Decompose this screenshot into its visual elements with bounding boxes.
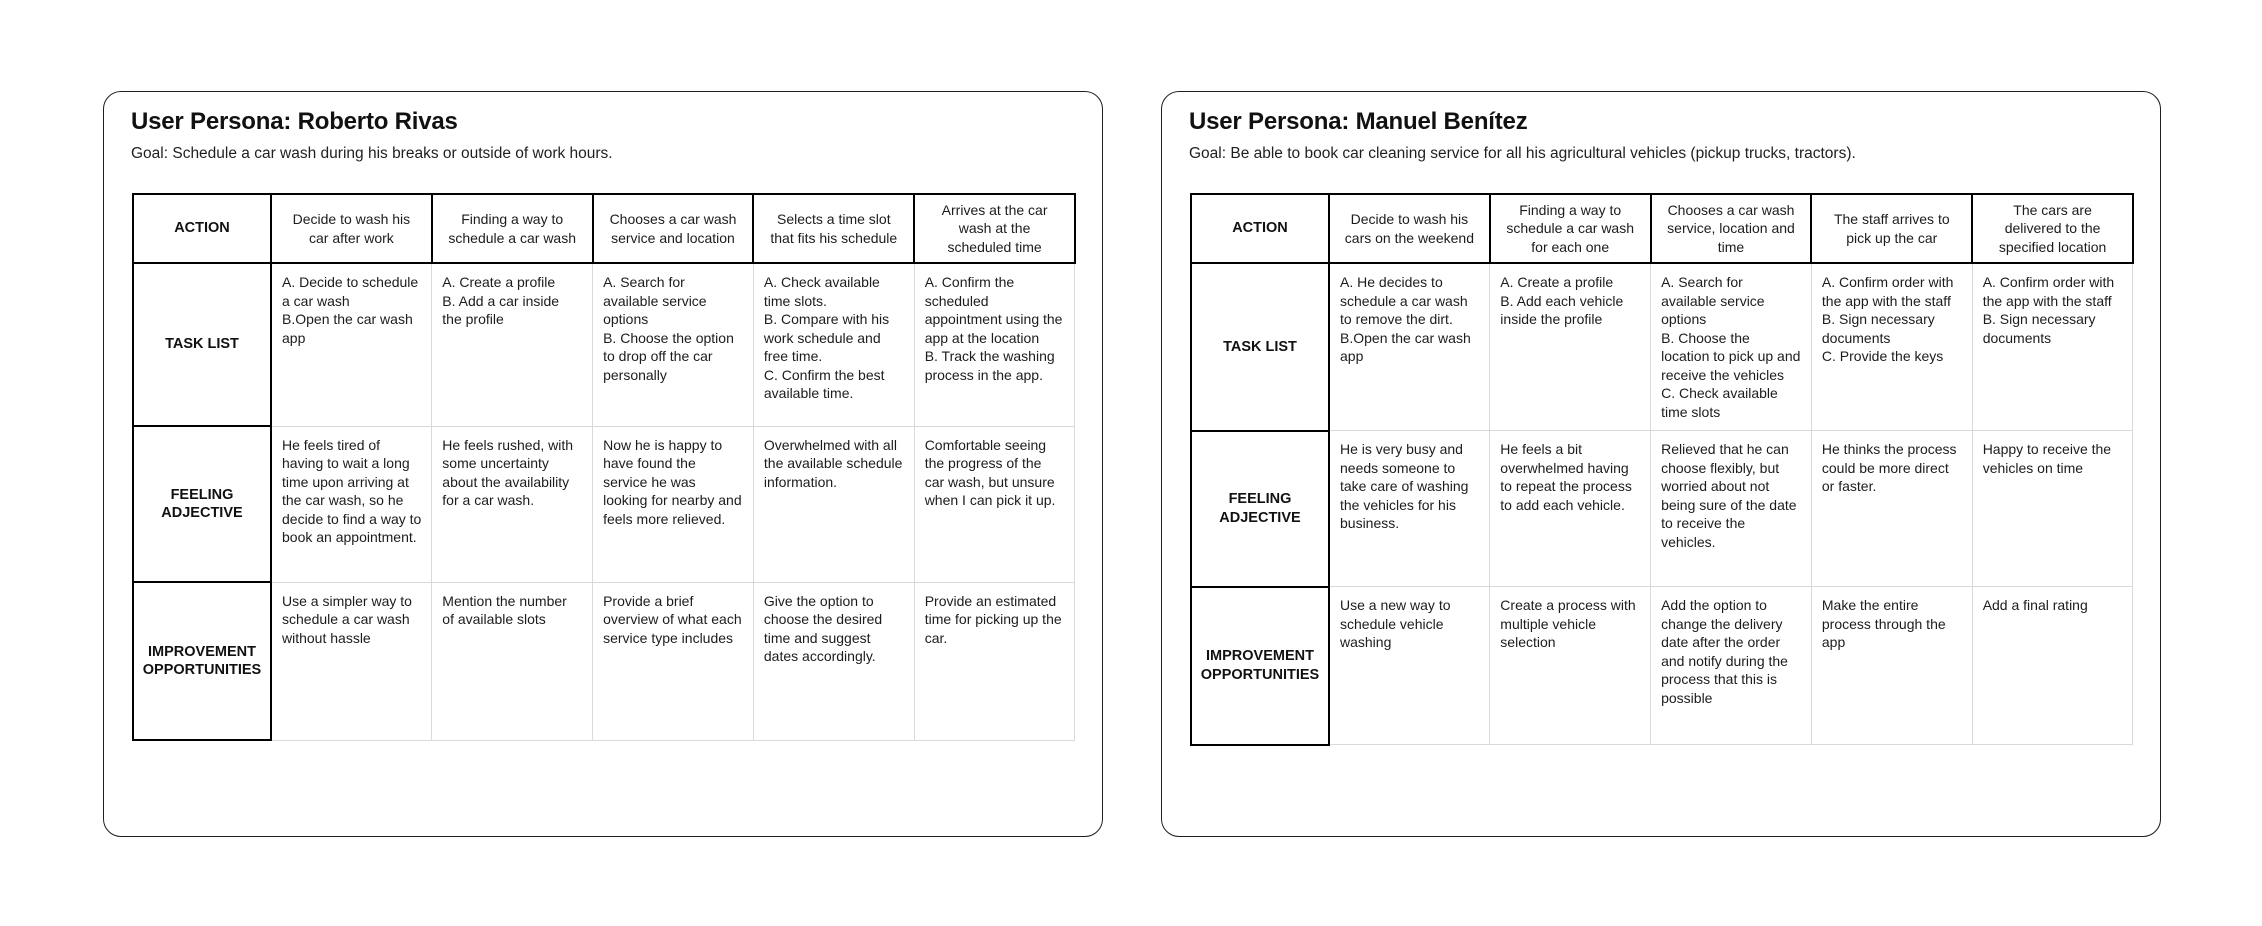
persona-goal: Goal: Be able to book car cleaning servi… bbox=[1189, 145, 1856, 162]
task-list-cell: A. Decide to schedule a car wash B.Open … bbox=[270, 262, 433, 427]
row-label-improvement: IMPROVEMENT OPPORTUNITIES bbox=[132, 581, 272, 742]
feeling-row: FEELING ADJECTIVE He is very busy and ne… bbox=[1190, 429, 2134, 588]
improvement-cell: Provide a brief overview of what each se… bbox=[592, 581, 754, 741]
task-list-cell: A. Search for available service options … bbox=[1650, 262, 1812, 432]
action-step-cell: Decide to wash his cars on the weekend bbox=[1328, 192, 1491, 265]
action-step-cell: Arrives at the car wash at the scheduled… bbox=[913, 192, 1076, 265]
journey-map-table: ACTION Decide to wash his cars on the we… bbox=[1190, 192, 2134, 746]
action-row: ACTION Decide to wash his cars on the we… bbox=[1190, 192, 2134, 265]
improvement-row: IMPROVEMENT OPPORTUNITIES Use a new way … bbox=[1190, 585, 2134, 746]
feeling-cell: Relieved that he can choose flexibly, bu… bbox=[1650, 430, 1812, 588]
improvement-cell: Mention the number of available slots bbox=[431, 581, 594, 741]
feeling-cell: He feels a bit overwhelmed having to rep… bbox=[1489, 430, 1652, 588]
action-step-cell: The staff arrives to pick up the car bbox=[1810, 192, 1974, 265]
persona-goal: Goal: Schedule a car wash during his bre… bbox=[131, 145, 613, 162]
action-step-cell: The cars are delivered to the specified … bbox=[1971, 192, 2134, 265]
persona-card-roberto-rivas: User Persona: Roberto Rivas Goal: Schedu… bbox=[103, 91, 1103, 837]
task-list-cell: A. Confirm the scheduled appointment usi… bbox=[913, 262, 1076, 427]
action-row: ACTION Decide to wash his car after work… bbox=[132, 192, 1076, 265]
improvement-cell: Add a final rating bbox=[1971, 586, 2134, 746]
action-step-cell: Chooses a car wash service and location bbox=[591, 192, 755, 265]
feeling-cell: Now he is happy to have found the servic… bbox=[592, 425, 754, 583]
feeling-cell: He is very busy and needs someone to tak… bbox=[1328, 430, 1491, 588]
row-label-action: ACTION bbox=[132, 192, 272, 265]
improvement-cell: Create a process with multiple vehicle s… bbox=[1489, 586, 1652, 746]
action-step-cell: Finding a way to schedule a car wash for… bbox=[1488, 192, 1652, 265]
row-label-task-list: TASK LIST bbox=[132, 262, 272, 428]
task-list-cell: A. Create a profile B. Add a car inside … bbox=[431, 262, 594, 427]
improvement-cell: Add the option to change the delivery da… bbox=[1650, 586, 1812, 746]
feeling-cell: Happy to receive the vehicles on time bbox=[1971, 430, 2134, 588]
task-list-cell: A. Check available time slots. B. Compar… bbox=[752, 262, 915, 427]
journey-map-table: ACTION Decide to wash his car after work… bbox=[132, 192, 1076, 742]
task-list-cell: A. Search for available service options … bbox=[592, 262, 754, 427]
feeling-cell: Overwhelmed with all the available sched… bbox=[752, 425, 915, 583]
feeling-cell: He thinks the process could be more dire… bbox=[1810, 430, 1973, 588]
row-label-improvement: IMPROVEMENT OPPORTUNITIES bbox=[1190, 585, 1330, 746]
persona-title: User Persona: Manuel Benítez bbox=[1189, 108, 1528, 135]
improvement-cell: Use a new way to schedule vehicle washin… bbox=[1328, 586, 1491, 746]
row-label-task-list: TASK LIST bbox=[1190, 262, 1330, 432]
row-label-feeling: FEELING ADJECTIVE bbox=[1190, 429, 1330, 588]
action-step-cell: Decide to wash his car after work bbox=[270, 192, 433, 265]
action-step-cell: Selects a time slot that fits his schedu… bbox=[752, 192, 916, 265]
task-list-cell: A. Create a profile B. Add each vehicle … bbox=[1489, 262, 1652, 432]
task-list-cell: A. Confirm order with the app with the s… bbox=[1971, 262, 2134, 432]
row-label-feeling: FEELING ADJECTIVE bbox=[132, 425, 272, 584]
task-list-row: TASK LIST A. Decide to schedule a car wa… bbox=[132, 262, 1076, 428]
action-step-cell: Finding a way to schedule a car wash bbox=[430, 192, 594, 265]
feeling-row: FEELING ADJECTIVE He feels tired of havi… bbox=[132, 425, 1076, 584]
improvement-cell: Use a simpler way to schedule a car wash… bbox=[270, 581, 433, 741]
task-list-cell: A. Confirm order with the app with the s… bbox=[1810, 262, 1973, 432]
action-step-cell: Chooses a car wash service, location and… bbox=[1649, 192, 1813, 265]
feeling-cell: Comfortable seeing the progress of the c… bbox=[913, 425, 1076, 583]
feeling-cell: He feels tired of having to wait a long … bbox=[270, 425, 433, 583]
feeling-cell: He feels rushed, with some uncertainty a… bbox=[431, 425, 594, 583]
persona-title: User Persona: Roberto Rivas bbox=[131, 108, 458, 135]
task-list-cell: A. He decides to schedule a car wash to … bbox=[1328, 262, 1491, 432]
task-list-row: TASK LIST A. He decides to schedule a ca… bbox=[1190, 262, 2134, 432]
improvement-cell: Give the option to choose the desired ti… bbox=[752, 581, 915, 741]
improvement-row: IMPROVEMENT OPPORTUNITIES Use a simpler … bbox=[132, 581, 1076, 742]
improvement-cell: Make the entire process through the app bbox=[1810, 586, 1973, 746]
persona-card-manuel-benitez: User Persona: Manuel Benítez Goal: Be ab… bbox=[1161, 91, 2161, 837]
improvement-cell: Provide an estimated time for picking up… bbox=[913, 581, 1076, 741]
row-label-action: ACTION bbox=[1190, 192, 1330, 265]
